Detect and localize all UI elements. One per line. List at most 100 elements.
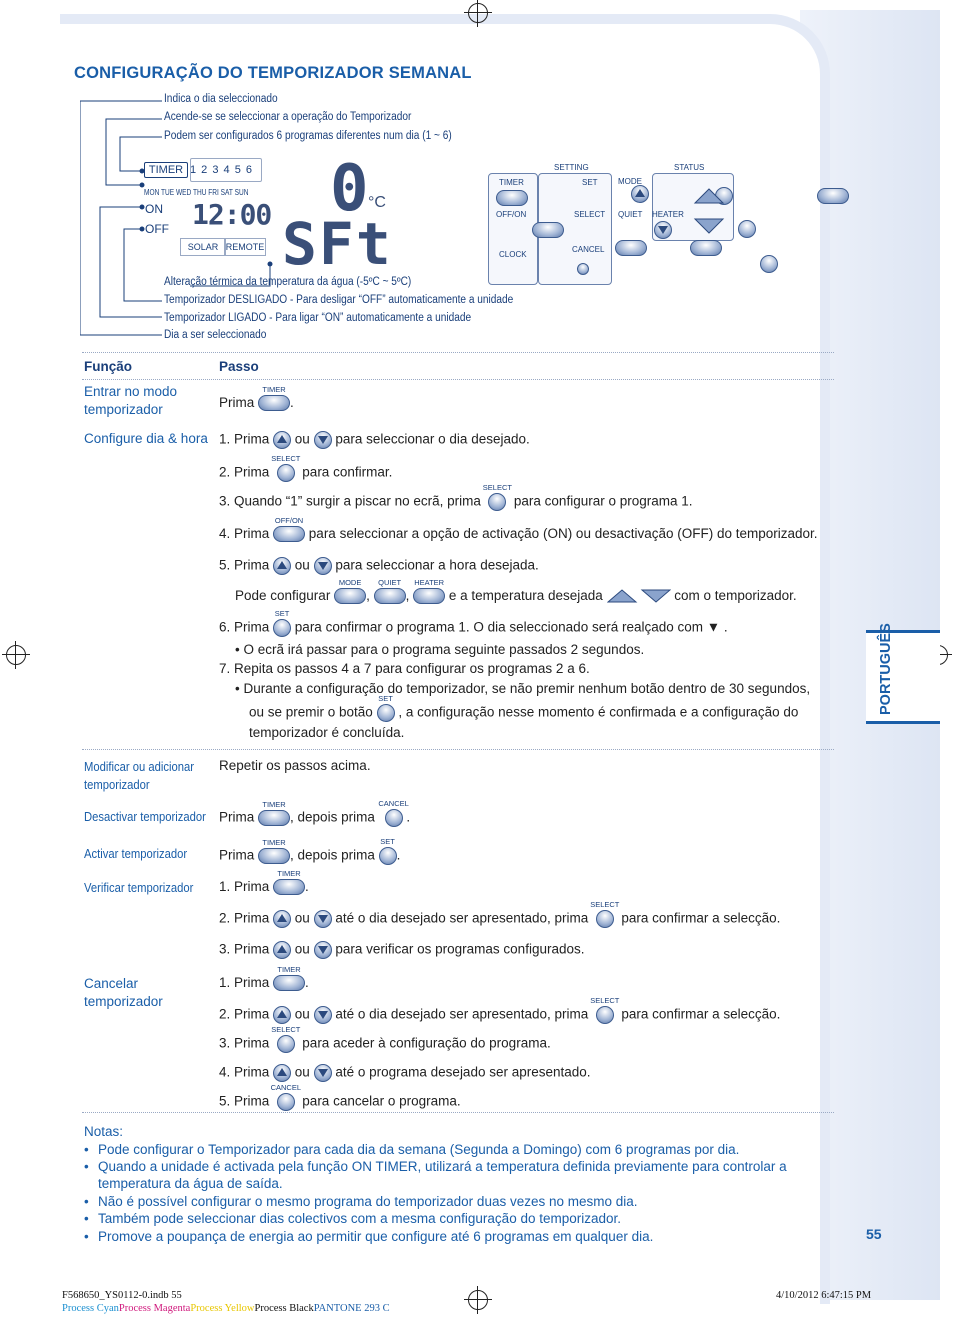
- remote-status-label: STATUS: [674, 163, 705, 172]
- remote-quiet-button[interactable]: [615, 240, 647, 256]
- quiet-button-icon: QUIET: [373, 578, 406, 605]
- down-button-icon: [313, 910, 332, 928]
- remote-heater-label: HEATER: [652, 210, 684, 219]
- down-button-icon: [313, 941, 332, 959]
- remote-cancel-button[interactable]: [760, 255, 779, 273]
- select-button-icon: SELECT: [271, 454, 300, 482]
- lcd-clock: 12:00: [192, 198, 272, 231]
- step-x1: 1. Prima TIMER.: [219, 965, 309, 992]
- timer-button-icon: TIMER: [258, 838, 291, 864]
- remote-setting-label: SETTING: [554, 163, 589, 172]
- step-c6-bullet: • O ecrã irá passar para o programa segu…: [235, 642, 645, 657]
- remote-mode-label: MODE: [618, 177, 642, 186]
- callout-water-temp: Alteração térmica da temperatura da água…: [164, 276, 412, 288]
- header-step: Passo: [219, 359, 259, 374]
- up-button-icon: [273, 1006, 292, 1024]
- step-c5-sub: Pode configurar MODE, QUIET, HEATER e a …: [235, 578, 797, 605]
- language-tab: PORTUGUÊS: [866, 623, 940, 724]
- callout-line-temp: [190, 261, 273, 287]
- note-item: •Promove a poupança de energia ao permit…: [84, 1229, 654, 1244]
- set-button-icon: SET: [376, 694, 395, 722]
- footer-file: F568650_YS0112-0.indb 55: [62, 1290, 182, 1301]
- timer-button-icon: TIMER: [258, 800, 291, 826]
- step-deactivate: Prima TIMER, depois prima CANCEL .: [219, 799, 410, 827]
- callout-day-selected: Indica o dia seleccionado: [164, 93, 278, 105]
- lcd-timer-label: TIMER: [144, 162, 188, 178]
- lcd-program-box: [190, 158, 262, 182]
- callout-timer-light: Acende-se se seleccionar a operação do T…: [164, 111, 412, 123]
- timer-button-icon: TIMER: [273, 965, 306, 992]
- select-button-icon: SELECT: [590, 996, 619, 1024]
- notes-title: Notas:: [84, 1124, 124, 1139]
- temp-arrows-icon: [606, 589, 671, 604]
- heater-button-icon: HEATER: [413, 578, 446, 605]
- remote-heater-button[interactable]: [690, 240, 723, 256]
- remote-mode-button[interactable]: [816, 188, 849, 204]
- step-c7-bullet-1: • Durante a configuração do temporizador…: [235, 681, 811, 696]
- remote-cancel-label: CANCEL: [572, 245, 605, 254]
- callout-lines: [80, 100, 162, 336]
- step-c7-bullet-2: ou se premir o botão SET , a configuraçã…: [249, 694, 798, 722]
- set-button-icon: SET: [378, 837, 397, 865]
- divider: [82, 1112, 834, 1113]
- function-deactivate: Desactivar temporizador: [84, 810, 206, 824]
- remote-timer-label: TIMER: [499, 178, 524, 187]
- timer-button-icon: TIMER: [273, 869, 306, 896]
- remote-timer-button[interactable]: [496, 190, 528, 206]
- registration-mark-icon: [464, 0, 492, 27]
- remote-offon-button[interactable]: [532, 222, 565, 238]
- lcd-temperature: 0: [330, 152, 369, 226]
- step-x3: 3. Prima SELECT para aceder à configuraç…: [219, 1025, 551, 1053]
- step-c7: 7. Repita os passos 4 a 7 para configura…: [219, 661, 590, 676]
- remote-select-label: SELECT: [574, 210, 606, 219]
- timer-button-icon: TIMER: [258, 385, 291, 412]
- note-item: •Não é possível configurar o mesmo progr…: [84, 1194, 638, 1209]
- footer-date: 4/10/2012 6:47:15 PM: [776, 1290, 872, 1301]
- remote-temp-arrows[interactable]: [692, 179, 726, 237]
- down-button-icon: [313, 1064, 332, 1082]
- remote-select-button[interactable]: [737, 220, 756, 238]
- function-activate: Activar temporizador: [84, 847, 188, 861]
- down-button-icon: [313, 431, 332, 449]
- remote-clock-label: CLOCK: [499, 250, 527, 259]
- function-cancel: Cancelar temporizador: [84, 976, 163, 1009]
- up-button-icon: [273, 431, 292, 449]
- function-verify: Verificar temporizador: [84, 881, 194, 895]
- step-c5: 5. Prima ou para seleccionar a hora dese…: [219, 557, 539, 575]
- callout-timer-off: Temporizador DESLIGADO - Para desligar “…: [164, 294, 514, 306]
- select-button-icon: SELECT: [590, 900, 619, 928]
- lcd-days: MON TUE WED THU FRI SAT SUN: [144, 188, 249, 197]
- cancel-button-icon: CANCEL: [271, 1083, 301, 1111]
- step-modify: Repetir os passos acima.: [219, 758, 371, 773]
- lcd-on: ON: [145, 202, 163, 216]
- remote-set-label: SET: [582, 178, 598, 187]
- select-button-icon: SELECT: [483, 483, 512, 511]
- step-c6: 6. Prima SET para confirmar o programa 1…: [219, 609, 728, 637]
- page-number: 55: [866, 1226, 882, 1242]
- remote-up-button[interactable]: [631, 185, 650, 203]
- lcd-display: TIMER 1 2 3 4 5 6 MON TUE WED THU FRI SA…: [140, 158, 272, 270]
- up-button-icon: [273, 1064, 292, 1082]
- note-item: •Também pode seleccionar dias colectivos…: [84, 1211, 622, 1226]
- divider: [82, 749, 834, 750]
- function-modify: Modificar ou adicionar temporizador: [84, 760, 195, 792]
- step-c4: 4. Prima OFF/ON para seleccionar a opção…: [219, 516, 818, 543]
- remote-offon-label: OFF/ON: [496, 210, 527, 219]
- remote-down-button[interactable]: [653, 221, 672, 239]
- lcd-programs: 1 2 3 4 5 6: [190, 164, 253, 176]
- lcd-unit: °C: [368, 194, 386, 211]
- step-v1: 1. Prima TIMER.: [219, 869, 309, 896]
- mode-button-icon: MODE: [334, 578, 367, 605]
- select-button-icon: SELECT: [271, 1025, 300, 1053]
- remote-quiet-label: QUIET: [618, 210, 643, 219]
- lcd-remote: REMOTE: [224, 238, 266, 256]
- down-button-icon: [313, 1006, 332, 1024]
- remote-clock-button[interactable]: [576, 263, 589, 275]
- up-button-icon: [273, 910, 292, 928]
- remote-panel: SETTING STATUS TIMER OFF/ON CLOCK SET SE…: [488, 163, 849, 285]
- callout-timer-on: Temporizador LIGADO - Para ligar “ON” au…: [164, 312, 472, 324]
- function-configure: Configure dia & hora: [84, 431, 208, 446]
- up-button-icon: [273, 557, 292, 575]
- step-x5: 5. Prima CANCEL para cancelar o programa…: [219, 1083, 461, 1111]
- step-c2: 2. Prima SELECT para confirmar.: [219, 454, 392, 482]
